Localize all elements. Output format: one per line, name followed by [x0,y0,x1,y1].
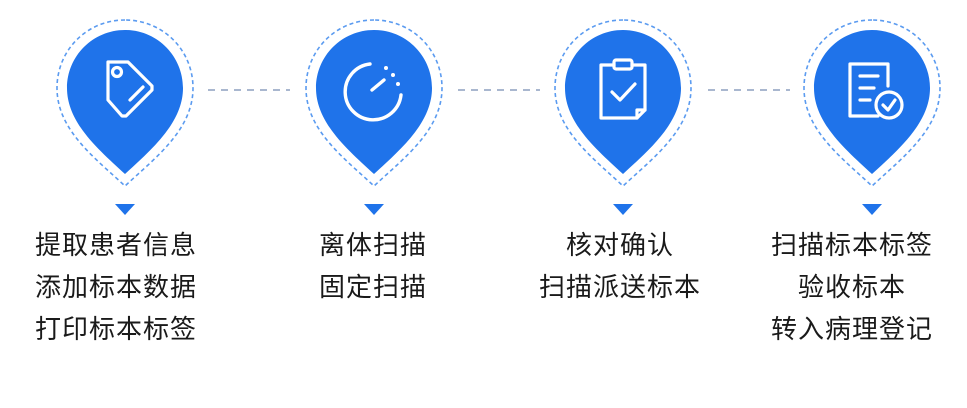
step-3-text: 核对确认 扫描派送标本 [505,225,735,309]
step-2-line-2: 固定扫描 [318,273,427,303]
step-4-line-2: 验收标本 [797,273,906,303]
step-2-pin [305,19,443,215]
step-2-pointer [364,204,384,215]
scan-dial-icon [343,62,403,122]
step-1-line-2: 添加标本数据 [34,273,197,303]
step-4-text: 扫描标本标签 验收标本 转入病理登记 [737,225,967,351]
clipboard-check-icon [599,58,647,120]
step-1-line-1: 提取患者信息 [34,231,197,261]
document-check-icon [848,62,904,120]
step-3-line-1: 核对确认 [565,231,674,261]
step-3-pin [554,19,692,215]
step-2-text: 离体扫描 固定扫描 [258,225,488,309]
step-1-pointer [115,204,135,215]
step-3-pointer [613,204,633,215]
step-3-line-2: 扫描派送标本 [538,273,701,303]
step-2-line-1: 离体扫描 [318,231,427,261]
tag-icon [106,60,154,118]
step-1-text: 提取患者信息 添加标本数据 打印标本标签 [1,225,231,351]
step-4-pin [803,19,941,215]
step-1-line-3: 打印标本标签 [34,315,197,345]
step-4-line-3: 转入病理登记 [770,315,933,345]
step-4-line-1: 扫描标本标签 [770,231,933,261]
step-1-pin [56,19,194,215]
step-4-pointer [862,204,882,215]
